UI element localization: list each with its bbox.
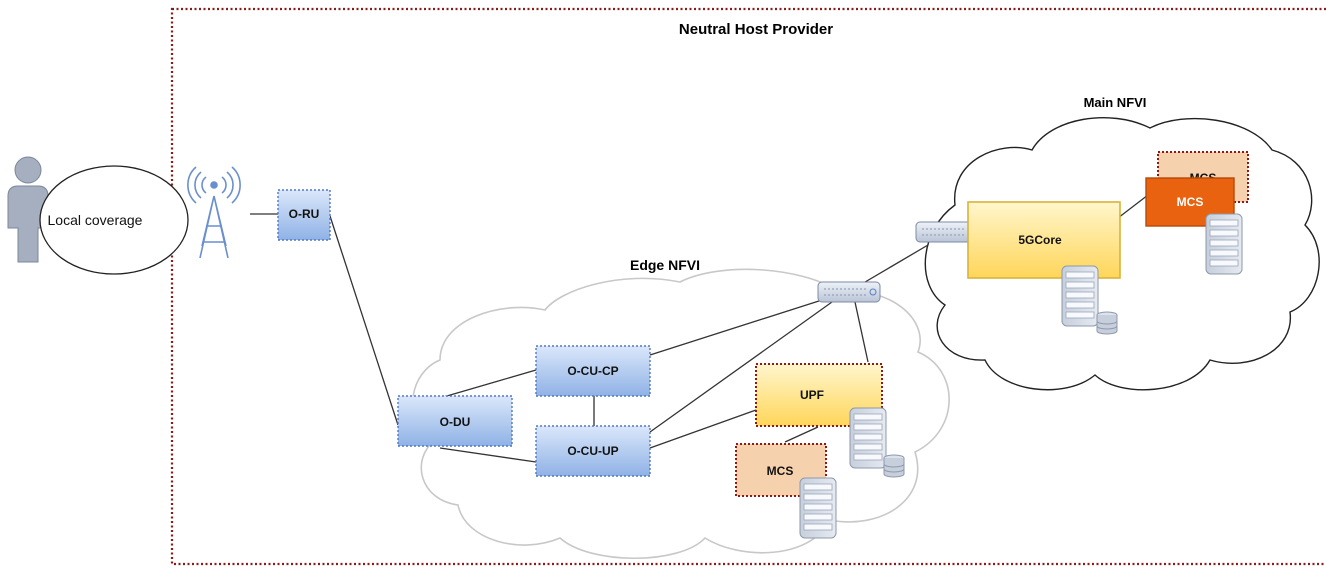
mcs-edge-server-rack-icon <box>799 477 837 539</box>
o-cu-up-label: O-CU-UP <box>567 444 618 458</box>
o-ru-label: O-RU <box>289 207 320 221</box>
o-du-label: O-DU <box>440 415 471 429</box>
5g-core-node: 5GCore <box>967 201 1121 279</box>
user-icon <box>7 156 49 263</box>
mcs-main-node: MCS <box>1145 177 1235 227</box>
neutral-host-boundary <box>170 7 1326 566</box>
o-cu-cp-node: O-CU-CP <box>535 345 651 397</box>
core-server-rack-icon <box>1061 265 1099 327</box>
main-nfvi-label: Main NFVI <box>1084 95 1147 110</box>
o-du-node: O-DU <box>397 395 513 447</box>
o-ru-node: O-RU <box>277 189 331 241</box>
mcs-edge-label: MCS <box>767 464 794 478</box>
o-cu-up-node: O-CU-UP <box>535 425 651 477</box>
core-database-icon <box>1096 311 1118 335</box>
mcs-main-label: MCS <box>1177 195 1204 209</box>
boundary-title: Neutral Host Provider <box>679 21 833 38</box>
upf-server-rack-icon <box>849 407 887 469</box>
o-cu-cp-label: O-CU-CP <box>567 364 618 378</box>
5g-core-label: 5GCore <box>1018 233 1062 247</box>
upf-database-icon <box>883 454 905 478</box>
edge-switch-icon <box>817 281 881 303</box>
local-coverage-ellipse <box>39 165 189 275</box>
upf-label: UPF <box>800 388 824 402</box>
mcs-main-server-rack-icon <box>1205 213 1243 275</box>
antenna-tower-icon <box>187 166 241 259</box>
links <box>250 194 1149 463</box>
edge-nfvi-label: Edge NFVI <box>630 257 700 273</box>
local-coverage-label: Local coverage <box>48 212 143 228</box>
